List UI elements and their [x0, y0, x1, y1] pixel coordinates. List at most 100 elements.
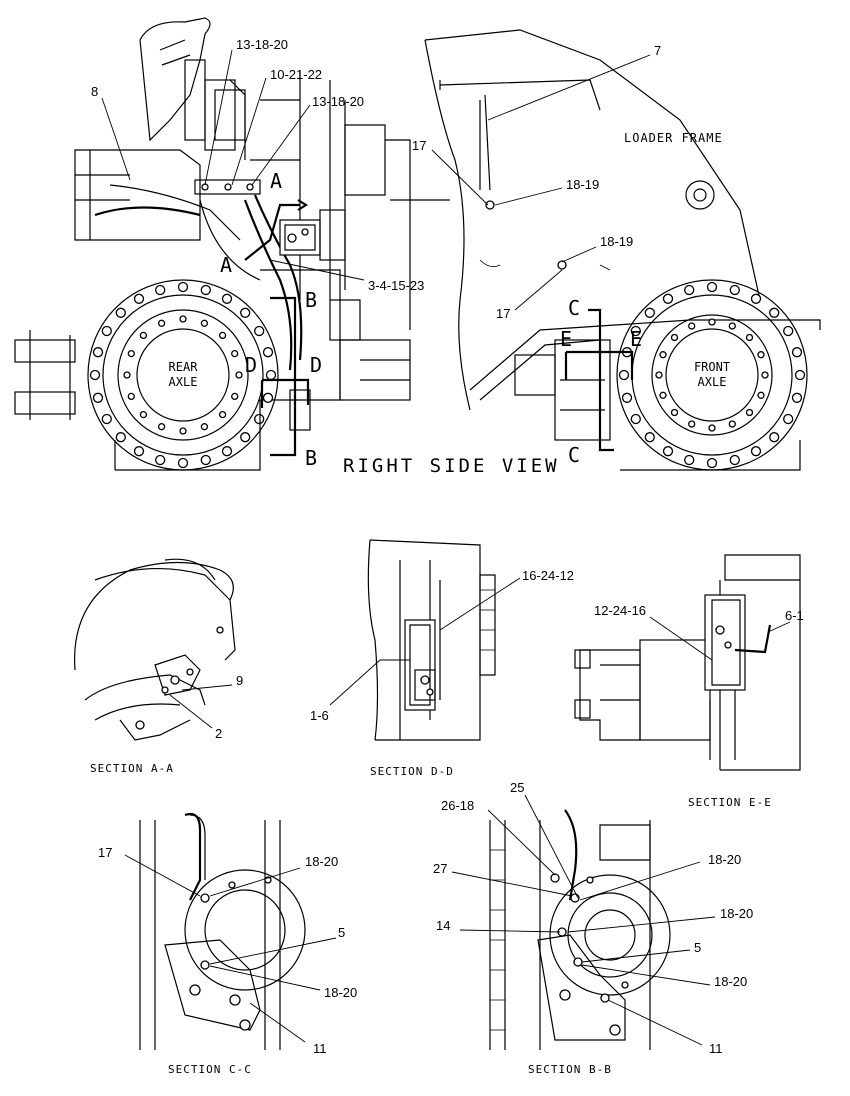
cut-label-d-left: D: [245, 353, 257, 377]
section-bb: 25 26-18 27 18-20 14 18-20 5 18-20 11 SE…: [433, 780, 753, 1076]
front-axle-inner-bolt: [670, 333, 679, 342]
front-axle-bolts: [618, 281, 806, 469]
cut-label-d-right: D: [310, 353, 322, 377]
rear-axle-inner-bolt: [200, 423, 209, 431]
rear-axle-inner-bolt: [157, 319, 166, 327]
front-axle-inner-bolt: [745, 408, 754, 417]
section-cut-b: B B: [270, 288, 317, 470]
section-dd-title: SECTION D-D: [370, 765, 454, 778]
rear-axle-outer-bolt: [133, 293, 145, 304]
rear-axle-inner-bolt: [127, 392, 135, 401]
rear-axle-inner-bolt: [235, 371, 243, 379]
rear-axle-outer-bolt: [155, 454, 166, 466]
section-aa: 9 2 SECTION A-A: [74, 558, 243, 775]
rear-axle-inner-bolt: [200, 319, 209, 327]
section-cut-c: C C: [568, 296, 614, 467]
rear-axle-outer-bolt: [221, 293, 233, 304]
front-axle-outer-bolt: [791, 347, 803, 358]
cut-label-a-top: A: [270, 169, 282, 193]
front-axle-outer-bolt: [729, 284, 740, 296]
section-aa-title: SECTION A-A: [90, 762, 174, 775]
front-axle-outer-bolt: [684, 284, 695, 296]
front-axle-outer-bolt: [644, 307, 655, 318]
rear-axle-inner-bolt: [139, 410, 148, 419]
rear-axle-outer-bolt: [92, 392, 104, 403]
front-axle-outer-bolt: [769, 307, 780, 318]
front-axle-inner-bolt: [728, 322, 736, 330]
callout-3-4-15-23: 3-4-15-23: [368, 278, 424, 293]
rear-axle-inner-bolt: [157, 423, 166, 431]
section-bb-title: SECTION B-B: [528, 1063, 612, 1076]
front-axle-outer-bolt: [769, 432, 780, 443]
front-axle-outer-bolt: [706, 457, 718, 469]
cut-label-c-top: C: [568, 296, 580, 320]
rear-axle-outer-bolt: [221, 446, 233, 457]
front-axle-outer-bolt: [684, 454, 695, 466]
rear-axle-inner-bolt: [123, 371, 131, 379]
front-axle-outer-bolt: [618, 369, 630, 381]
rear-axle-outer-bolt: [92, 347, 104, 358]
callout-12-24-16: 12-24-16: [594, 603, 646, 618]
rear-axle-outer-bolt: [115, 307, 126, 318]
section-cc-title: SECTION C-C: [168, 1063, 252, 1076]
rear-axle-outer-bolt: [155, 284, 166, 296]
rear-axle-outer-bolt: [89, 369, 101, 381]
callout-14: 14: [436, 918, 450, 933]
callout-13-18-20-b: 13-18-20: [312, 94, 364, 109]
front-axle-inner-bolt: [688, 420, 696, 428]
view-title: RIGHT SIDE VIEW: [343, 455, 560, 477]
callout-18-19-b: 18-19: [600, 234, 633, 249]
rear-axle-inner-bolt: [218, 410, 227, 419]
cut-label-c-bottom: C: [568, 443, 580, 467]
front-axle-outer-bolt: [783, 325, 794, 337]
section-dd: 16-24-12 1-6 SECTION D-D: [310, 539, 574, 778]
cut-label-b-top: B: [305, 288, 317, 312]
callout-1-6: 1-6: [310, 708, 329, 723]
rear-axle-outer-bolt: [262, 392, 274, 403]
section-cut-d: D D: [245, 353, 322, 408]
callout-18-20-cc-a: 18-20: [305, 854, 338, 869]
section-cut-a: A A: [220, 169, 309, 277]
rear-axle-label-1: REAR: [169, 360, 199, 374]
callout-10-21-22: 10-21-22: [270, 67, 322, 82]
front-axle-outer-bolt: [706, 281, 718, 293]
front-axle-outer-bolt: [750, 446, 762, 457]
right-side-view: REAR AXLE LOADER FRAME FRONT AXLE: [14, 17, 821, 477]
cut-label-b-bottom: B: [305, 446, 317, 470]
cut-label-a-bottom: A: [220, 253, 232, 277]
front-axle-inner-bolt: [708, 318, 716, 326]
rear-axle-inner-bolt: [218, 331, 227, 340]
callout-9: 9: [236, 673, 243, 688]
rear-axle-outer-bolt: [177, 281, 189, 293]
rear-axle-bolts: [89, 281, 277, 469]
rear-axle-outer-bolt: [254, 413, 265, 425]
rear-axle-outer-bolt: [262, 347, 274, 358]
callout-2: 2: [215, 726, 222, 741]
callout-26-18: 26-18: [441, 798, 474, 813]
front-axle-outer-bolt: [662, 293, 674, 304]
callout-27: 27: [433, 861, 447, 876]
front-axle-outer-bolt: [644, 432, 655, 443]
front-axle-inner-bolt: [659, 351, 667, 359]
rear-axle-inner-bolt: [127, 349, 135, 358]
rear-axle-inner-bolt: [179, 427, 187, 435]
rear-axle-inner-bolt: [179, 315, 187, 323]
callout-18-20-bb-b: 18-20: [720, 906, 753, 921]
front-axle-outer-bolt: [791, 392, 803, 403]
callout-7: 7: [654, 43, 661, 58]
section-ee-title: SECTION E-E: [688, 796, 772, 809]
front-axle-outer-bolt: [783, 413, 794, 425]
cut-label-e-right: E: [630, 327, 642, 351]
callout-11-cc: 11: [313, 1041, 327, 1056]
loader-frame-label: LOADER FRAME: [624, 131, 723, 145]
callout-18-20-bb-c: 18-20: [714, 974, 747, 989]
rear-axle-outer-bolt: [101, 413, 112, 425]
callout-8: 8: [91, 84, 98, 99]
rear-axle-outer-bolt: [240, 307, 251, 318]
front-axle-inner-bolt: [659, 391, 667, 399]
callout-5-bb: 5: [694, 940, 701, 955]
front-axle-label-1: FRONT: [694, 360, 730, 374]
front-axle-inner-bolt: [761, 371, 769, 379]
rear-axle-inner-bolt: [231, 392, 239, 401]
